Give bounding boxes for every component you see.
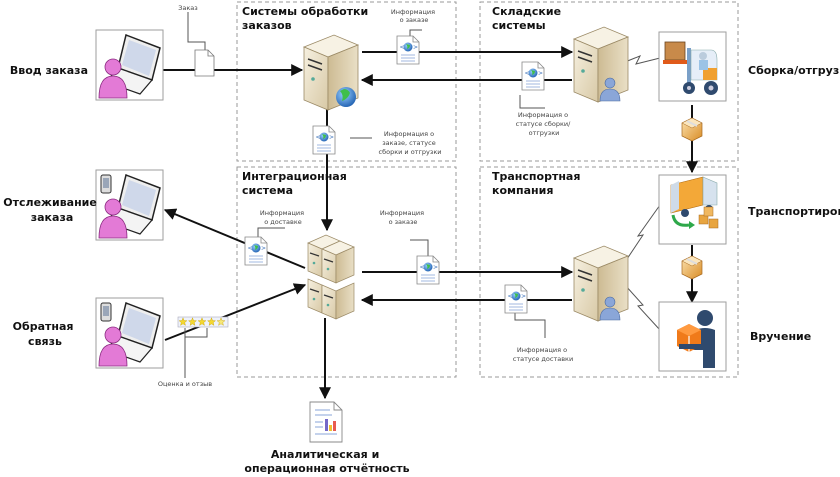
globe-icon [319,132,329,142]
group-title-transport: Транспортная компания [492,170,584,197]
group-transport [479,166,739,378]
process-label-picking: Сборка/отгрузка [748,64,840,77]
actor-feedback[interactable] [95,297,164,369]
svg-text:<: < [316,134,321,141]
laptop-icon [104,173,161,235]
actor-order-tracking[interactable] [95,169,164,241]
xml-doc-order-info-top[interactable]: < > [396,35,420,65]
globe-icon [403,42,413,52]
integration-server-cluster[interactable] [307,234,355,320]
callout-order-info-mid [410,239,429,256]
svg-text:>: > [521,293,526,300]
user-icon [599,77,621,102]
globe-icon [528,68,538,78]
svg-text:<: < [400,44,405,51]
group-title-warehouse: Складские системы [492,5,565,32]
svg-text:>: > [413,44,418,51]
callout-order [187,12,206,52]
flow-to-tracking [163,208,306,269]
callout-delivery-info [257,227,285,237]
svg-text:<: < [420,264,425,271]
laptop-icon [104,301,161,363]
svg-text:>: > [538,70,543,77]
callout-label-delivery-info: Информация о доставке [260,209,306,226]
svg-text:<: < [508,293,513,300]
report-document[interactable] [309,401,343,443]
globe-icon [251,243,261,253]
group-title-integration: Интеграционная система [242,170,351,197]
callout-label-picking-status: Информация о статусе сборки/ отгрузки [516,111,573,137]
callout-label-rating: Оценка и отзыв [158,380,212,388]
courier-delivery-icon [677,310,715,368]
document-icon [194,49,215,77]
truck-icon [670,176,719,229]
warehouse-server[interactable] [572,26,630,103]
star-icon [187,317,198,326]
report-chart-icon [309,401,343,443]
person-icon [98,58,128,99]
person-icon [98,198,128,239]
globe-icon [511,291,521,301]
flow-feedback [164,283,307,341]
actor-order-entry[interactable] [95,29,164,101]
star-icon [197,317,207,326]
package-icon-2 [681,255,703,280]
order-document[interactable] [194,49,215,77]
callout-label-order-info-mid: Информация о заказе [380,209,426,226]
server-icon [572,26,630,103]
star-icon [178,317,188,326]
callout-label-order-status: Информация о заказе, статусе сборки и от… [379,130,442,156]
laptop-icon [104,33,161,95]
process-label-transportation: Транспортировка [748,205,840,218]
callout-picking-status [519,95,545,109]
group-warehouse [479,1,739,162]
xml-doc-order-info-mid[interactable]: < > [416,255,440,285]
actor-label-order-entry: Ввод заказа [10,64,88,77]
callout-rating-elbow [185,328,208,338]
order-processing-server[interactable] [302,34,360,111]
package-icon-1 [681,117,703,142]
xml-doc-picking-status[interactable]: < > [521,61,545,91]
rating-stars [177,316,229,328]
wireless-link-warehouse [624,55,661,65]
user-icon [599,296,621,321]
process-label-delivery: Вручение [750,330,811,343]
wireless-link-transport [624,204,661,263]
forklift-icon [663,41,718,95]
person-icon [98,326,128,367]
svg-text:>: > [261,245,266,252]
actor-label-order-tracking: Отслеживание заказа [3,196,100,224]
globe-icon [336,87,356,107]
phone-icon [100,302,112,322]
xml-doc-order-status[interactable]: < > [312,125,336,155]
callout-label-order: Заказ [178,4,198,12]
svg-text:>: > [433,264,438,271]
actor-label-feedback: Обратная связь [13,320,78,348]
callout-delivery-status [514,308,546,338]
callout-order-info-top [409,29,422,36]
star-icon [216,317,226,326]
process-picking[interactable] [658,31,727,102]
svg-text:<: < [525,70,530,77]
star-icon [206,317,217,326]
report-label: Аналитическая и операционная отчётность [244,448,409,475]
globe-icon [423,262,433,272]
svg-text:>: > [329,134,334,141]
group-title-order-processing: Системы обработки заказов [242,5,372,32]
process-transportation[interactable] [658,174,727,245]
process-delivery[interactable] [658,301,727,372]
svg-text:<: < [248,245,253,252]
xml-doc-delivery-status[interactable]: < > [504,284,528,314]
wireless-link-delivery [624,284,661,331]
server-cluster-icon [307,234,355,320]
callout-label-delivery-status: Информация о статусе доставки [513,346,573,363]
callout-label-order-info-top: Информация о заказе [391,8,437,24]
xml-doc-delivery-info[interactable]: < > [244,236,268,266]
transport-server[interactable] [572,245,630,322]
phone-icon [100,174,112,194]
server-icon [572,245,630,322]
